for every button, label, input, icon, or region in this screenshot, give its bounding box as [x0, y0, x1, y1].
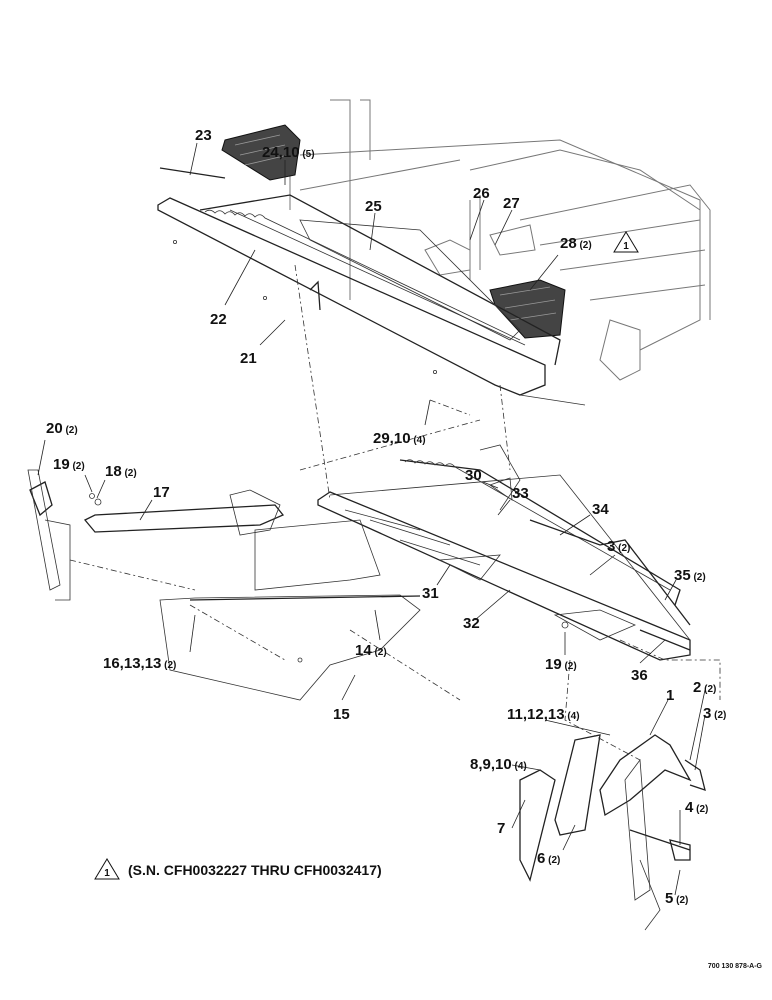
callout-3-upper: 3 (2): [607, 538, 630, 555]
callout-23: 23: [195, 127, 212, 144]
callout-labels: 23 24,10 (5) 25 26 27 28 (2) 22 21 29,10…: [46, 127, 726, 907]
callout-25: 25: [365, 198, 382, 215]
callout-7: 7: [497, 820, 505, 837]
callout-31: 31: [422, 585, 439, 602]
drawing-number: 700 130 878-A-G: [708, 963, 763, 970]
callout-27: 27: [503, 195, 520, 212]
note-marker-number: 1: [104, 868, 110, 879]
callout-1: 1: [666, 687, 674, 704]
callout-11-12-13: 11,12,13 (4): [507, 706, 580, 723]
upper-cutter-bar: [157, 167, 586, 406]
callout-32: 32: [463, 615, 480, 632]
callout-15: 15: [333, 706, 350, 723]
shield-right: [489, 279, 566, 339]
callout-18: 18 (2): [105, 463, 137, 480]
callout-21: 21: [240, 350, 257, 367]
callout-35: 35 (2): [674, 567, 706, 584]
note-marker-triangle-top: 1: [613, 231, 639, 253]
callout-22: 22: [210, 311, 227, 328]
callout-6: 6 (2): [537, 850, 560, 867]
machine-frame-background: [289, 99, 711, 381]
callout-33: 33: [512, 485, 529, 502]
callout-16-13-13: 16,13,13 (2): [103, 655, 176, 672]
leader-lines: [37, 142, 706, 896]
callout-2: 2 (2): [693, 679, 716, 696]
callout-34: 34: [592, 501, 609, 518]
callout-14: 14 (2): [355, 642, 387, 659]
callout-28: 28 (2): [560, 235, 592, 252]
note-triangle-icon: [94, 858, 120, 880]
right-bracket-parts: [519, 734, 706, 931]
serial-number-text: (S.N. CFH0032227 THRU CFH0032417): [128, 862, 382, 878]
callout-26: 26: [473, 185, 490, 202]
left-linkage: [27, 469, 421, 701]
callout-5: 5 (2): [665, 890, 688, 907]
callout-19-left: 19 (2): [53, 456, 85, 473]
callout-24-10: 24,10 (5): [262, 144, 315, 161]
callout-29-10: 29,10 (4): [373, 430, 426, 447]
callout-20: 20 (2): [46, 420, 78, 437]
callout-19-right: 19 (2): [545, 656, 577, 673]
assembly-guide-lines: [69, 264, 721, 761]
callout-3-lower: 3 (2): [703, 705, 726, 722]
shield-left: [221, 124, 301, 181]
callout-8-9-10: 8,9,10 (4): [470, 756, 527, 773]
callout-17: 17: [153, 484, 170, 501]
lower-cutter-bar: [317, 444, 691, 661]
callout-36: 36: [631, 667, 648, 684]
callout-4: 4 (2): [685, 799, 708, 816]
callout-30: 30: [465, 467, 482, 484]
svg-text:1: 1: [623, 241, 629, 252]
serial-number-note: 1 (S.N. CFH0032227 THRU CFH0032417): [94, 858, 382, 880]
